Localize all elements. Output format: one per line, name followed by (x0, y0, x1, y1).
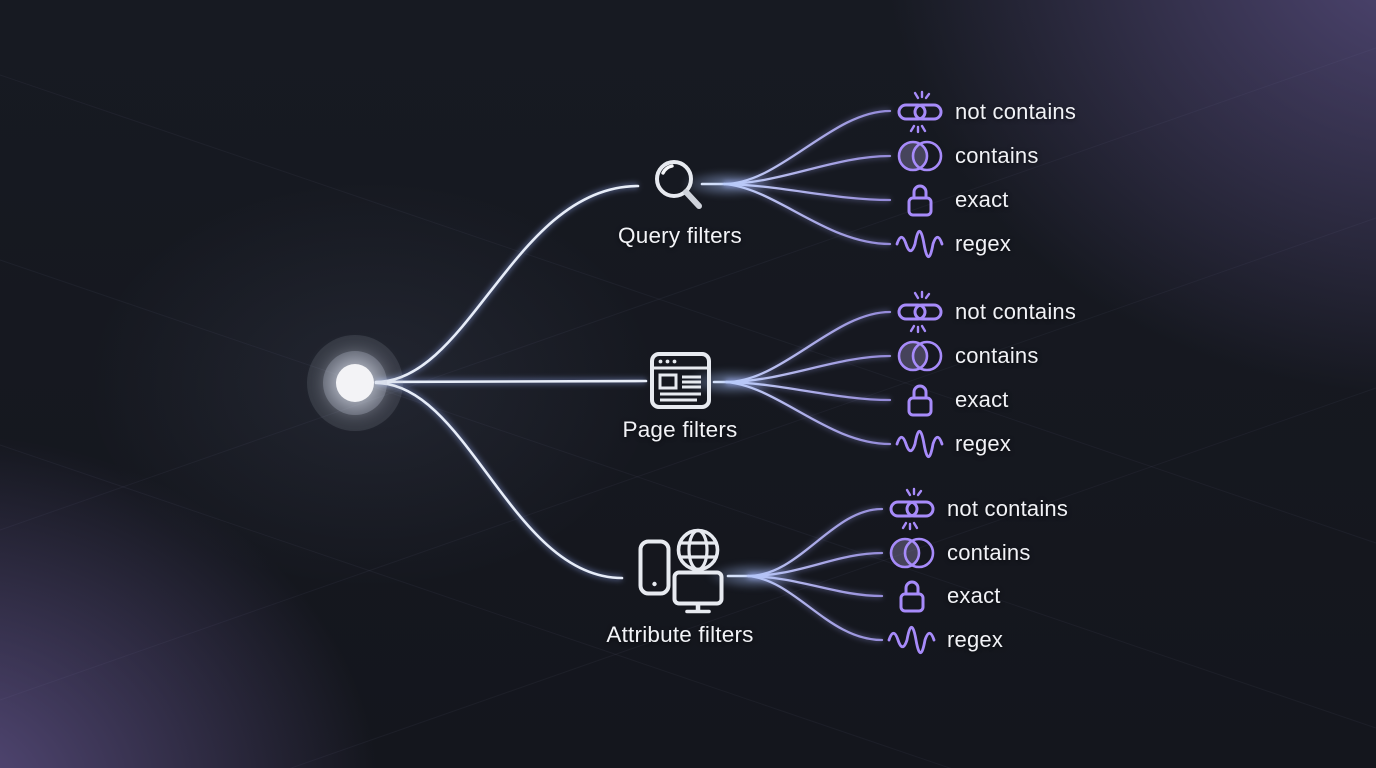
leaf-attribute-not-contains: not contains (886, 487, 1068, 531)
leaf-page-exact: exact (894, 378, 1009, 422)
leaf-label: not contains (955, 299, 1077, 324)
globe-icon (676, 528, 720, 572)
overlap-circles-icon (894, 134, 946, 178)
wave-icon (894, 222, 946, 266)
branch-convergence-glow (680, 170, 776, 198)
leaf-attribute-exact: exact (886, 574, 1001, 618)
leaf-label: exact (955, 187, 1009, 212)
lock-icon (894, 378, 946, 422)
leaf-query-exact: exact (894, 178, 1009, 222)
overlap-circles-icon (894, 334, 946, 378)
monitor-icon (672, 570, 724, 614)
magnifier-icon (655, 160, 702, 209)
lock-icon (894, 178, 946, 222)
leaf-page-not-contains: not contains (894, 290, 1076, 334)
leaf-query-not-contains: not contains (894, 90, 1076, 134)
leaf-label: regex (955, 431, 1012, 456)
branch-label-query-filters: Query filters (618, 223, 742, 248)
leaf-label: contains (947, 540, 1031, 565)
branch-label-page-filters: Page filters (622, 417, 738, 442)
leaf-page-contains: contains (894, 334, 1039, 378)
leaf-label: not contains (955, 99, 1077, 124)
branch-label-attribute-filters: Attribute filters (606, 622, 754, 647)
phone-icon (638, 539, 671, 596)
wave-icon (886, 618, 938, 662)
leaf-label: not contains (947, 496, 1069, 521)
leaf-label: exact (955, 387, 1009, 412)
overlap-circles-icon (886, 531, 938, 575)
browser-window-icon (650, 352, 711, 409)
leaf-label: regex (955, 231, 1012, 256)
wave-icon (894, 422, 946, 466)
root-node (336, 364, 374, 402)
lock-icon (886, 574, 938, 618)
broken-link-icon (894, 90, 946, 134)
leaf-page-regex: regex (894, 422, 1011, 466)
leaf-attribute-regex: regex (886, 618, 1003, 662)
leaf-label: contains (955, 343, 1039, 368)
leaf-attribute-contains: contains (886, 531, 1031, 575)
leaf-query-contains: contains (894, 134, 1039, 178)
broken-link-icon (886, 487, 938, 531)
leaf-label: contains (955, 143, 1039, 168)
broken-link-icon (894, 290, 946, 334)
leaf-label: exact (947, 583, 1001, 608)
leaf-label: regex (947, 627, 1004, 652)
leaf-query-regex: regex (894, 222, 1011, 266)
